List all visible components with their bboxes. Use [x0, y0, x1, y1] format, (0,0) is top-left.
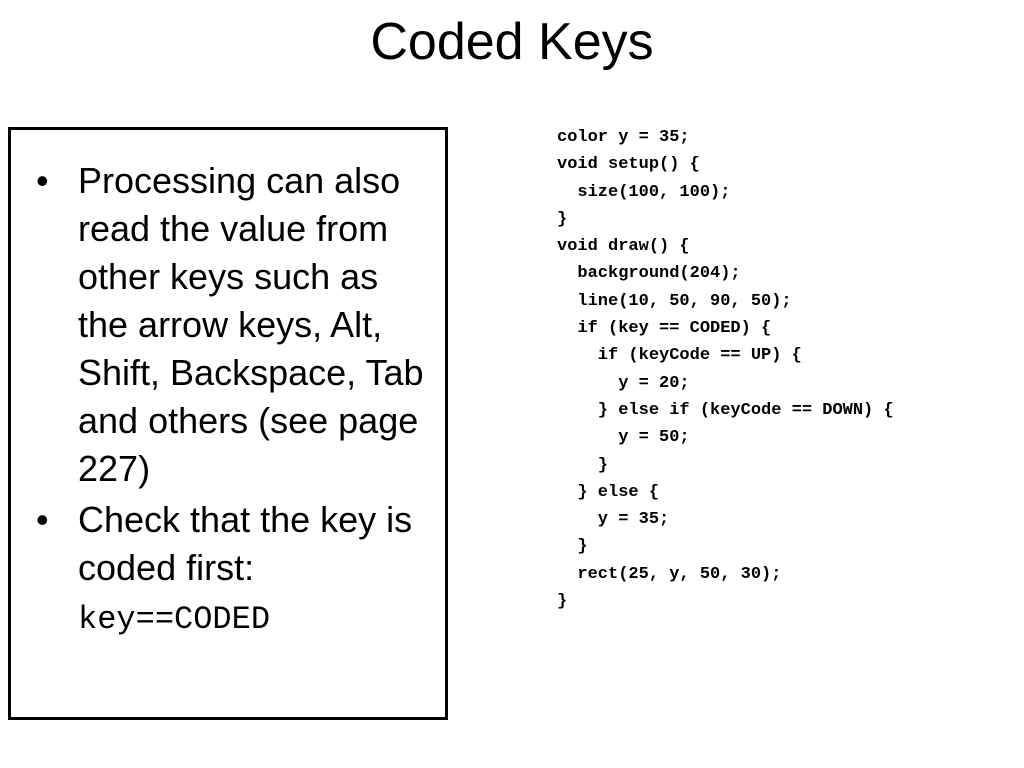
code-line: void setup() {: [557, 155, 700, 175]
code-line: }: [557, 592, 568, 612]
code-line: background(204);: [557, 264, 741, 284]
bullet-dot-icon: •: [36, 160, 49, 201]
code-line: size(100, 100);: [557, 182, 731, 202]
code-line: }: [557, 455, 609, 475]
bullet-item: • Processing can also read the value fro…: [36, 157, 425, 493]
code-line: y = 50;: [557, 428, 690, 448]
code-line: } else {: [557, 482, 660, 502]
slide-title: Coded Keys: [370, 13, 654, 71]
inline-code: key==CODED: [78, 601, 271, 638]
bullet-text: Processing can also read the value from …: [78, 160, 424, 489]
bullet-dot-icon: •: [36, 499, 49, 540]
code-line: rect(25, y, 50, 30);: [557, 564, 782, 584]
code-line: void draw() {: [557, 237, 690, 257]
code-line: color y = 35;: [557, 128, 690, 147]
code-line: } else if (keyCode == DOWN) {: [557, 400, 894, 420]
bullet-list: • Processing can also read the value fro…: [36, 157, 425, 644]
bullet-box: • Processing can also read the value fro…: [8, 127, 448, 720]
code-line: }: [557, 537, 588, 557]
code-block: color y = 35; void setup() { size(100, 1…: [557, 124, 894, 615]
code-line: if (keyCode == UP) {: [557, 346, 802, 366]
code-line: }: [557, 209, 568, 229]
code-line: y = 20;: [557, 373, 690, 393]
code-line: y = 35;: [557, 510, 670, 530]
bullet-text: Check that the key is coded first:: [78, 499, 413, 588]
code-line: if (key == CODED) {: [557, 319, 772, 339]
bullet-item: • Check that the key is coded first: key…: [36, 496, 425, 644]
code-line: line(10, 50, 90, 50);: [557, 291, 792, 311]
